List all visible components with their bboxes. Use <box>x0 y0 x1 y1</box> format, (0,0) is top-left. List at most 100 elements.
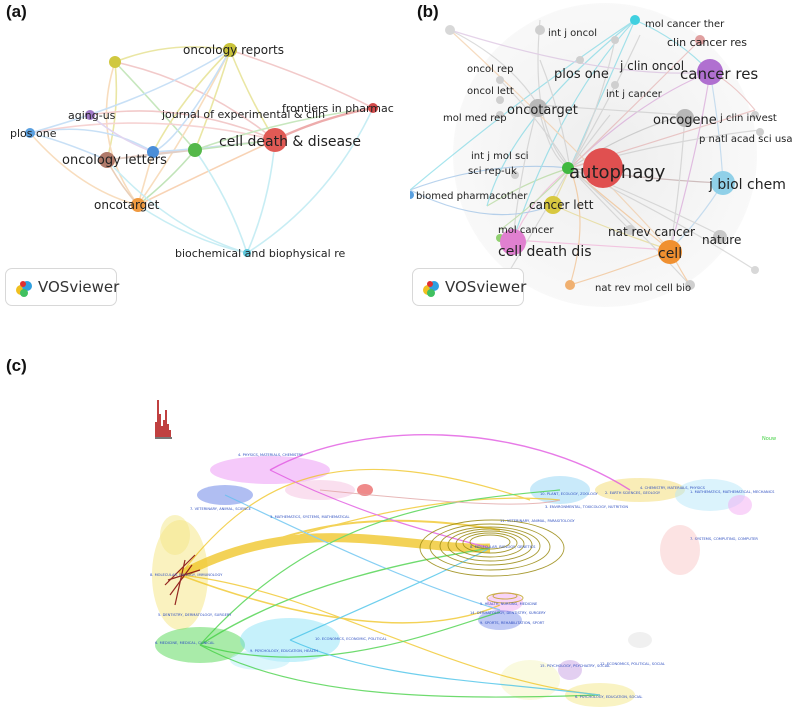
node-sci-rep-uk <box>511 171 519 179</box>
right-cluster-9: 14. DERMATOLOGY, DENTISTRY, SURGERY <box>470 611 546 615</box>
node-unlabeled-b1 <box>565 280 575 290</box>
label-sci-rep-uk: sci rep-uk <box>468 166 517 177</box>
label-cell: cell <box>658 246 682 262</box>
label-plos-one: plos one <box>10 127 57 140</box>
left-cluster-6: 10. ECONOMICS, ECONOMIC, POLITICAL <box>315 637 387 641</box>
node-p-natl-acad <box>756 128 764 136</box>
label-autophagy: autophagy <box>569 162 666 183</box>
label-oncology-reports: oncology reports <box>183 43 284 57</box>
right-cluster-3: 1. MATHEMATICS, MATHEMATICAL, MECHANICS <box>690 490 775 494</box>
label-nat-rev-cancer: nat rev cancer <box>608 225 695 239</box>
node-biochemical <box>243 249 251 257</box>
panel-b-label: (b) <box>417 2 439 21</box>
node-j-biol-chem <box>711 171 735 195</box>
node-unlabeled-yellow <box>109 56 121 68</box>
node-j-clin-oncol <box>611 36 619 44</box>
right-cluster-1: 2. EARTH SCIENCES, GEOLOGY <box>605 491 661 495</box>
node-autophagy <box>583 148 623 188</box>
node-nat-rev-cancer <box>625 225 635 235</box>
node-int-j-oncol <box>535 25 545 35</box>
label-plos-one-b: plos one <box>554 67 609 82</box>
left-cluster-5: 6. MEDICINE, MEDICAL, CLINICAL <box>155 641 214 645</box>
label-oncol-rep: oncol rep <box>467 64 513 75</box>
node-unlabeled-b3 <box>751 266 759 274</box>
right-cluster-12: 12. ECONOMICS, POLITICAL, SOCIAL <box>600 662 665 666</box>
right-cluster-0: 10. PLANT, ECOLOGY, ZOOLOGY <box>540 492 599 496</box>
node-oncol-rep <box>496 76 504 84</box>
left-cluster-4: 5. DENTISTRY, DERMATOLOGY, SURGERY <box>158 613 232 617</box>
label-cell-death-disease: cell death & disease <box>219 134 361 150</box>
label-int-j-mol-sci: int j mol sci <box>471 151 528 162</box>
vosviewer-badge-b-text: VOSviewer <box>445 278 527 296</box>
node-cell-death-dis-b <box>500 229 526 255</box>
node-journal-experimental <box>188 143 202 157</box>
node-int-j-mol-sci <box>562 162 574 174</box>
left-cluster-0: 4. PHYSICS, MATERIALS, CHEMISTRY <box>238 453 304 457</box>
right-cluster-2: 4. CHEMISTRY, MATERIALS, PHYSICS <box>640 486 706 490</box>
node-int-j-cancer <box>611 81 619 89</box>
label-mol-med-rep: mol med rep <box>443 113 507 124</box>
vosviewer-logo-icon <box>16 281 32 297</box>
label-oncotarget-b: oncotarget <box>507 103 578 118</box>
node-oncology-reports <box>223 43 237 57</box>
node-oncogene <box>676 109 694 127</box>
node-nature <box>713 230 727 244</box>
node-biomed-pharmacother <box>410 191 414 199</box>
right-cluster-8: 5. HEALTH, NURSING, MEDICINE <box>480 602 538 606</box>
node-nat-rev-mol-cell-bio <box>685 280 695 290</box>
label-p-natl-acad: p natl acad sci usa <box>699 134 793 145</box>
vosviewer-logo-icon <box>423 281 439 297</box>
label-int-j-cancer: int j cancer <box>606 89 663 100</box>
right-cluster-10: 9. SPORTS, REHABILITATION, SPORT <box>480 621 545 625</box>
label-j-clin-invest: j clin invest <box>719 113 777 124</box>
legend-text: Nouw <box>762 436 776 442</box>
label-clin-cancer-res: clin cancer res <box>667 36 747 49</box>
panel-a-label: (a) <box>6 2 27 21</box>
left-cluster-1: 7. VETERINARY, ANIMAL, SCIENCE <box>190 507 252 511</box>
left-cluster-2: 3. MATHEMATICS, SYSTEMS, MATHEMATICAL <box>270 515 349 519</box>
label-cell-death-dis-b: cell death dis <box>498 244 592 260</box>
node-mol-med-rep <box>496 111 504 119</box>
label-biochemical: biochemical and biophysical re <box>175 247 346 260</box>
node-oncotarget <box>131 198 145 212</box>
node-oncol-lett <box>496 96 504 104</box>
left-cluster-3: 8. MOLECULAR, BIOLOGY, IMMUNOLOGY <box>150 573 223 577</box>
label-oncogene: oncogene <box>653 113 717 128</box>
node-cancer-lett <box>544 196 562 214</box>
label-journal-experimental: journal of experimental & clin <box>161 108 325 121</box>
vosviewer-badge-b: VOSviewer <box>412 268 527 306</box>
left-cluster-7: 9. PSYCHOLOGY, EDUCATION, HEALTH <box>250 649 318 653</box>
label-j-biol-chem: j biol chem <box>708 177 786 193</box>
node-oncology-letters <box>99 152 115 168</box>
burst-histogram-icon <box>155 400 172 439</box>
node-blue-small <box>147 146 159 158</box>
label-cancer-lett: cancer lett <box>529 198 594 212</box>
label-nat-rev-mol-cell-bio: nat rev mol cell bio <box>595 283 691 294</box>
node-unlabeled-b2 <box>445 25 455 35</box>
panel-b-network: int j oncol mol cancer ther clin cancer … <box>410 3 793 307</box>
node-cell <box>658 240 682 264</box>
right-cluster-11: 15. PSYCHOLOGY, PSYCHIATRY, SOCIAL <box>540 664 610 668</box>
label-oncotarget: oncotarget <box>94 198 160 212</box>
right-cluster-5: 11. VETERINARY, ANIMAL, PARASITOLOGY <box>500 519 575 523</box>
right-cluster-7: 7. SYSTEMS, COMPUTING, COMPUTER <box>690 537 758 541</box>
label-mol-cancer-ther: mol cancer ther <box>645 19 725 30</box>
node-oncotarget-b <box>529 99 547 117</box>
right-cluster-4: 3. ENVIRONMENTAL, TOXICOLOGY, NUTRITION <box>545 505 628 509</box>
node-aging-us <box>85 110 95 120</box>
label-cancer-res: cancer res <box>680 65 758 83</box>
node-plos-one <box>25 128 35 138</box>
label-oncol-lett: oncol lett <box>467 86 514 97</box>
right-cluster-6: 8. MOLECULAR, BIOLOGY, GENETICS <box>470 545 536 549</box>
label-int-j-oncol: int j oncol <box>548 28 597 39</box>
panel-c-dual-map-overlay: Nouw <box>150 400 776 707</box>
panel-a-network: oncology reports journal of experimental… <box>10 43 394 260</box>
label-mol-cancer: mol cancer <box>498 225 554 236</box>
label-biomed-pharmacother: biomed pharmacother <box>416 191 528 202</box>
vosviewer-badge-a-text: VOSviewer <box>38 278 120 296</box>
label-nature: nature <box>702 233 741 247</box>
label-j-clin-oncol: j clin oncol <box>619 59 684 73</box>
panel-c-label: (c) <box>6 356 27 375</box>
node-frontiers-pharmac <box>368 103 378 113</box>
label-frontiers-pharmac: frontiers in pharmac <box>282 102 394 115</box>
